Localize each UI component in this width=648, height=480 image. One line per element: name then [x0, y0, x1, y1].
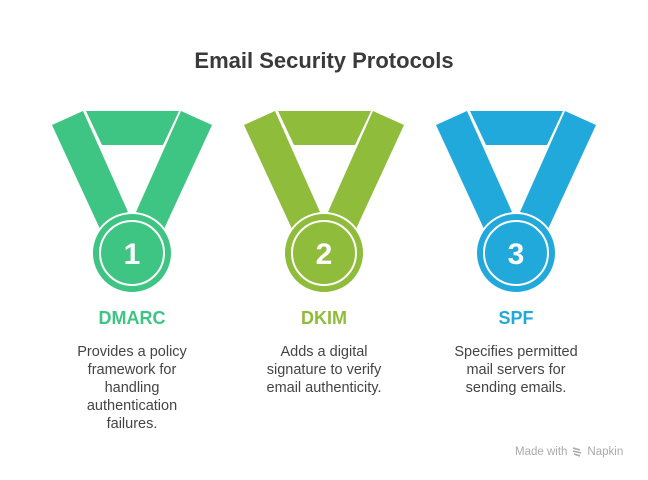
medal-inner-ring: [291, 220, 357, 286]
medal-number: 3: [508, 238, 525, 271]
protocol-label: DKIM: [301, 308, 347, 328]
medal-number: 2: [316, 238, 333, 271]
ribbon-right-strap: [328, 111, 404, 229]
ribbon-band: [86, 111, 179, 145]
medal-disc: [283, 212, 365, 294]
protocol-2: DKIM Adds a digital signature to verify e…: [234, 308, 414, 397]
ribbon-left-strap: [244, 111, 320, 229]
medal-3: 3: [436, 111, 596, 294]
napkin-credit: Made with Napkin: [515, 446, 623, 458]
napkin-logo-icon: [573, 447, 582, 457]
medal-2: 2: [244, 111, 404, 294]
protocol-1: DMARC Provides a policy framework for han…: [42, 308, 222, 433]
medal-disc: [91, 212, 173, 294]
protocol-description: Provides a policy framework for handling…: [77, 344, 187, 432]
page-title: Email Security Protocols: [194, 48, 454, 73]
medal-1: 1: [52, 111, 212, 294]
protocol-description: Specifies permitted mail servers for sen…: [454, 344, 578, 396]
protocol-3: SPF Specifies permitted mail servers for …: [426, 308, 606, 397]
medal-inner-ring: [483, 220, 549, 286]
medal-disc: [475, 212, 557, 294]
medal-number: 1: [124, 238, 141, 271]
ribbon-band: [470, 111, 563, 145]
ribbon-band: [278, 111, 371, 145]
protocol-description: Adds a digital signature to verify email…: [266, 344, 382, 396]
made-with-text: Made with: [515, 446, 568, 458]
ribbon-right-strap: [136, 111, 212, 229]
medal-inner-ring: [99, 220, 165, 286]
ribbon-right-strap: [520, 111, 596, 229]
ribbon-left-strap: [436, 111, 512, 229]
ribbon-left-strap: [52, 111, 128, 229]
protocol-label: SPF: [498, 308, 534, 328]
brand-text: Napkin: [587, 446, 624, 458]
protocol-label: DMARC: [98, 308, 166, 328]
